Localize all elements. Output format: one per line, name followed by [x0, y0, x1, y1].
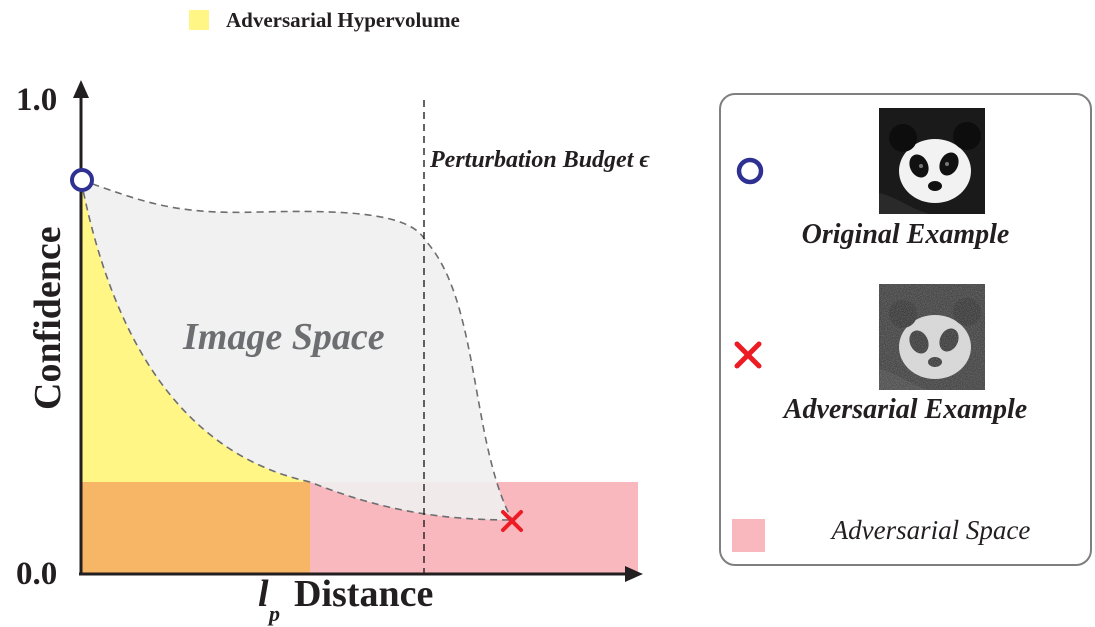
y-axis-title: Confidence [27, 226, 69, 410]
hypervolume-overlap-region [81, 482, 310, 574]
adversarial-example-marker [501, 510, 523, 532]
original-example-image [879, 108, 985, 214]
original-example-label: Original Example [801, 219, 1010, 250]
x-axis-title-text: Distance [294, 573, 433, 615]
image-space-region [81, 180, 512, 520]
y-max-label: 1.0 [16, 82, 57, 118]
cross-marker-icon [734, 341, 762, 369]
adversarial-example-label: Adversarial Example [783, 394, 1028, 425]
y-axis-arrow-icon [73, 80, 89, 98]
x-axis-title-subscript: p [267, 601, 280, 626]
x-axis-title-symbol: l [258, 573, 269, 615]
legend-panel: Original Example Adversarial Example Adv… [719, 93, 1092, 566]
hypervolume-swatch [189, 10, 209, 30]
adversarial-hypervolume-region [81, 180, 310, 574]
upper-boundary-curve [80, 179, 513, 521]
y-min-label: 0.0 [16, 556, 57, 592]
hypervolume-legend-label: Adversarial Hypervolume [226, 8, 460, 32]
adversarial-space-label: Adversarial Space [831, 515, 1031, 545]
perturbation-budget-label: Perturbation Budget ϵ [429, 147, 650, 173]
original-example-marker [70, 168, 94, 192]
circle-marker-icon [736, 157, 764, 185]
adversarial-space-swatch [732, 519, 765, 552]
adversarial-example-image [879, 284, 985, 390]
image-space-label: Image Space [182, 316, 385, 358]
lower-boundary-curve [80, 179, 513, 521]
x-axis-arrow-icon [625, 566, 643, 582]
